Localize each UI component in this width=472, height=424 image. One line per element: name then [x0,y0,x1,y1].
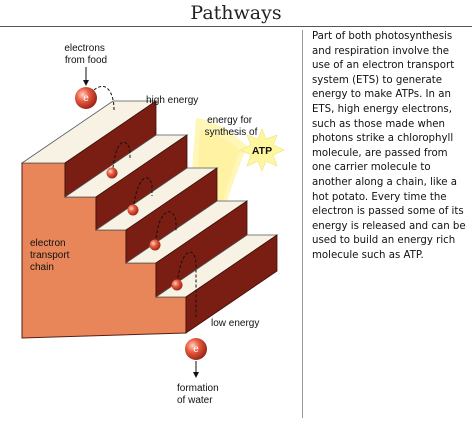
electron-step-2 [127,204,139,216]
electron-bottom-symbol: e [193,344,199,355]
column-divider [302,30,303,418]
page-title: Pathways [190,2,282,24]
water-arrow-head [193,372,199,378]
electron-step-1 [106,167,118,179]
food-arrow-head [83,80,89,86]
electrons-from-food-label: electrons from food [64,43,107,66]
ets-description-text: Part of both photosynthesis and respirat… [312,31,466,261]
electron-hop-3 [133,177,153,205]
electron-top-symbol: e [83,93,89,104]
electron-hop-2 [112,141,131,169]
electron-hop-4 [155,211,177,239]
formation-of-water-label: formation of water [177,383,221,406]
high-energy-label: high energy [146,95,198,106]
electron-step-4 [171,279,183,291]
electron-step-3 [149,239,161,251]
electron-bottom [185,338,207,360]
electron-hop-1 [93,85,115,111]
electron-top [75,87,97,109]
atp-label: ATP [252,145,272,157]
step-5-riser [185,234,278,334]
title-underline [0,26,472,27]
energy-for-synthesis-label: energy for synthesis of [205,115,258,138]
ets-chain-label: electron transport chain [30,238,72,273]
atp-starburst [239,128,285,172]
low-energy-label: low energy [211,318,259,329]
ets-diagram: electrons from food e high energy energy… [20,43,285,406]
electron-hop-5 [177,251,197,318]
